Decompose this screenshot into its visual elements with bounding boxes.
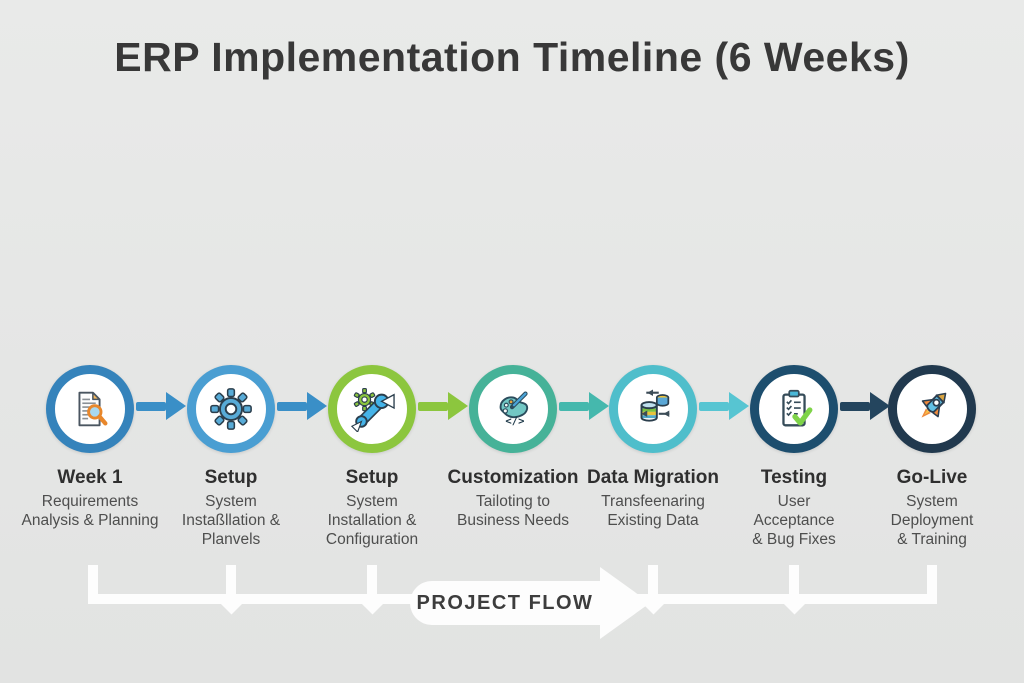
milestone-description: Transfeenaring Existing Data: [601, 493, 705, 529]
milestone-title: Data Migration: [587, 467, 719, 488]
milestone-title: Setup: [345, 467, 399, 488]
flow-end-left: [88, 565, 98, 604]
milestone-description: Tailoting to Business Needs: [456, 493, 569, 529]
milestone-setup-2: Setup System Installation & Configuratio…: [297, 365, 447, 549]
gear-wrench-icon: [350, 387, 395, 432]
milestone-circle: [750, 365, 838, 453]
milestone-description: System Installation & Configuration: [325, 493, 419, 548]
flow-arrow: [277, 392, 327, 420]
milestone-title: Go-Live: [896, 467, 968, 488]
milestone-description: System Deployment & Training: [890, 493, 974, 548]
gear-icon: [210, 388, 252, 430]
flow-tick: [226, 565, 236, 604]
project-flow-label: PROJECT FLOW: [416, 591, 594, 614]
milestone-title: Week 1: [57, 467, 123, 488]
flow-end-right: [927, 565, 937, 604]
milestone-data-migration: Data Migration Transfeenaring Existing D…: [578, 365, 728, 530]
milestone-go-live: Go-Live System Deployment & Training: [857, 365, 1007, 549]
svg-text:</>: </>: [505, 415, 524, 427]
flow-arrow: [699, 392, 749, 420]
milestone-circle: [609, 365, 697, 453]
document-magnifier-icon: [78, 391, 108, 427]
database-transfer-icon: [640, 389, 670, 422]
milestone-title: Setup: [204, 467, 258, 488]
milestone-customization: </> Customization Tailoting to Business …: [438, 365, 588, 530]
milestone-description: System Instaßllation & Planvels: [181, 493, 281, 548]
milestone-circle: [46, 365, 134, 453]
milestone-week-1: Week 1 Requirements Analysis & Planning: [15, 365, 165, 530]
page-title: ERP Implementation Timeline (6 Weeks): [114, 34, 910, 80]
flow-arrow: [418, 392, 468, 420]
milestone-setup-1: Setup System Instaßllation & Planvels: [156, 365, 306, 549]
milestone-circle: </>: [469, 365, 557, 453]
flow-arrow: [559, 392, 609, 420]
milestone-title: Customization: [447, 467, 579, 488]
flow-arrow: [136, 392, 186, 420]
milestone-circle: [187, 365, 275, 453]
palette-code-icon: </>: [499, 391, 529, 427]
milestone-description: Requirements Analysis & Planning: [21, 493, 159, 529]
project-flow-banner-body: PROJECT FLOW: [410, 581, 600, 625]
flow-arrow: [840, 392, 890, 420]
milestone-testing: Testing User Acceptance & Bug Fixes: [719, 365, 869, 549]
milestone-circle: [888, 365, 976, 453]
flow-tick: [648, 565, 658, 604]
checklist-icon: [782, 389, 813, 427]
project-flow-arrowhead-icon: [600, 567, 650, 639]
flow-tick: [789, 565, 799, 604]
rocket-icon: [921, 392, 947, 418]
milestone-description: User Acceptance & Bug Fixes: [752, 493, 836, 548]
milestone-title: Testing: [760, 467, 828, 488]
milestone-circle: [328, 365, 416, 453]
flow-tick: [367, 565, 377, 604]
